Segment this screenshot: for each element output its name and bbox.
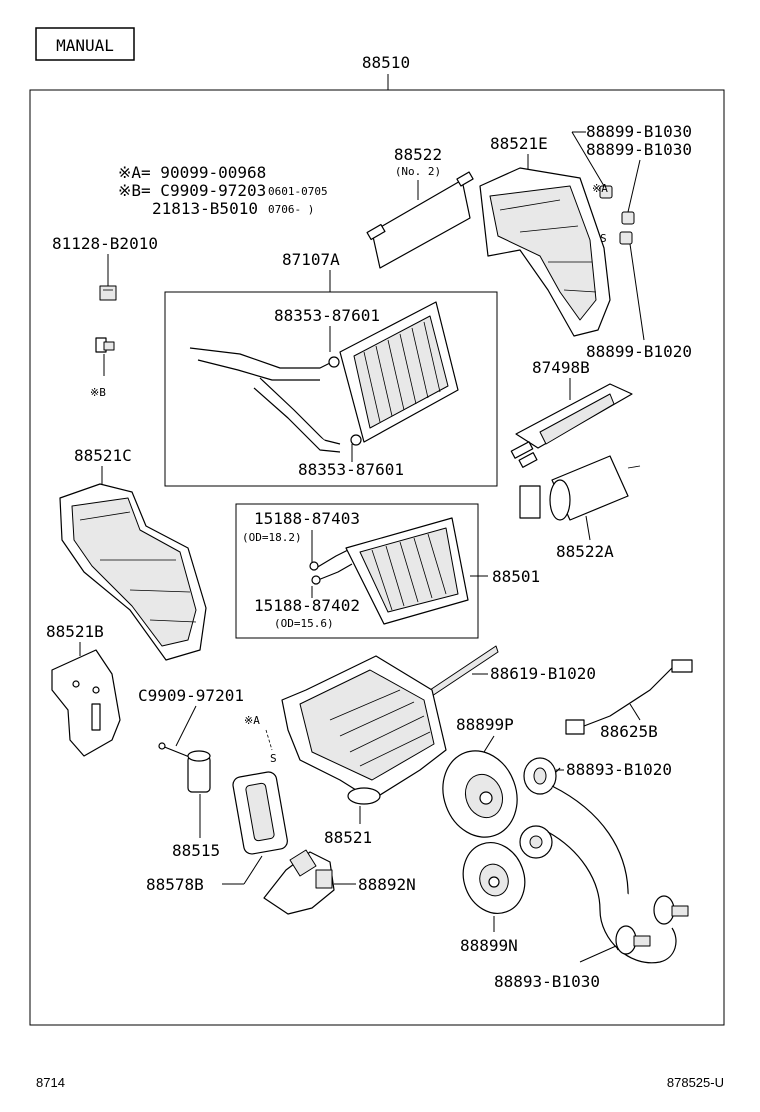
cable-b1030-part [547, 831, 677, 964]
bracket-88892n-part [263, 849, 335, 915]
assembly-frame [29, 89, 725, 1026]
label-88521b: 88521B [46, 622, 104, 641]
label-88515: 88515 [172, 841, 220, 860]
label-81128-b2010: 81128-B2010 [52, 234, 158, 253]
label-88353-bot: 88353-87601 [298, 460, 404, 479]
leader-markA-mid [265, 729, 273, 751]
label-88521e: 88521E [490, 134, 548, 153]
note-c: 21813-B5010 [152, 199, 258, 218]
label-15188-87402: 15188-87402 [254, 596, 360, 615]
label-15188-87403: 15188-87403 [254, 509, 360, 528]
label-88522-sub: (No. 2) [395, 165, 441, 178]
label-88578b: 88578B [146, 875, 204, 894]
screw-c9909-part [158, 742, 193, 759]
leader-88578b-2 [243, 855, 263, 885]
actuator-88515-part [187, 750, 211, 793]
seal-88521b-part [51, 649, 121, 757]
clip-88899-b1030-part [599, 185, 635, 225]
label-markA-top: ※A [592, 182, 608, 195]
leader-88893-b1030 [579, 945, 617, 963]
sensor-88625b-part [565, 659, 693, 735]
evaporator-88501-part [309, 517, 469, 625]
heater-core-group-box [164, 291, 498, 487]
note-b: ※B= C9909-97203 [118, 181, 266, 200]
label-88893-b1020: 88893-B1020 [566, 760, 672, 779]
label-88893-b1030: 88893-B1030 [494, 972, 600, 991]
note-a: ※A= 90099-00968 [118, 163, 266, 182]
filter-88522-part [366, 171, 474, 269]
leader-b1030-b [627, 159, 641, 213]
filter-case-88522a-part [519, 455, 641, 521]
leader-88522a [585, 515, 591, 541]
label-88522a: 88522A [556, 542, 614, 561]
label-88521c: 88521C [74, 446, 132, 465]
label-88899-b1020: 88899-B1020 [586, 342, 692, 361]
label-88501: 88501 [492, 567, 540, 586]
leader-88625b [629, 703, 641, 721]
label-15188-87403-od: (OD=18.2) [242, 531, 302, 544]
screw-markB-part [95, 337, 115, 353]
strip-88619-part [429, 645, 499, 697]
label-88899-b1030-b: 88899-B1030 [586, 140, 692, 159]
label-87107a: 87107A [282, 250, 340, 269]
damper-88893-b1030-part [519, 825, 553, 859]
leader-b1030-a-2 [571, 131, 605, 187]
clip-88899-b1020-part [619, 231, 633, 245]
evaporator-group-box [235, 503, 479, 639]
duct-87498b-part [510, 383, 633, 468]
label-88899-b1030-a: 88899-B1030 [586, 122, 692, 141]
cable-end-a-part [653, 895, 689, 925]
manual-badge-label: MANUAL [56, 36, 114, 55]
label-88625b: 88625B [600, 722, 658, 741]
case-88521-part [281, 655, 447, 805]
label-87498b: 87498B [532, 358, 590, 377]
label-88353-top: 88353-87601 [274, 306, 380, 325]
note-b-range: 0601-0705 [268, 185, 328, 198]
leader-88899p [483, 735, 495, 753]
s-mark-top: S [600, 232, 607, 245]
label-88522: 88522 [394, 145, 442, 164]
label-88619-b1020: 88619-B1020 [490, 664, 596, 683]
cable-end-b-part [615, 925, 651, 955]
footer-diagram-id: 878525-U [667, 1075, 724, 1090]
seal-88578b-part [232, 771, 288, 855]
heater-core-87107a-part [189, 301, 459, 453]
cover-88899n-part [462, 842, 526, 914]
footer-page-code: 8714 [36, 1075, 65, 1090]
case-88521c-part [59, 483, 207, 661]
label-88899p: 88899P [456, 715, 514, 734]
case-88521e-part [479, 167, 611, 337]
s-mark-mid: S [270, 752, 277, 765]
label-88521: 88521 [324, 828, 372, 847]
label-markB: ※B [90, 386, 106, 399]
damper-88893-b1020-part [523, 757, 561, 795]
note-c-range: 0706- ) [268, 203, 314, 216]
cover-88899p-part [442, 750, 518, 838]
leader-c9909 [175, 705, 197, 747]
label-88899n: 88899N [460, 936, 518, 955]
assembly-number: 88510 [362, 53, 410, 72]
leader-b1020 [629, 243, 645, 341]
label-88892n: 88892N [358, 875, 416, 894]
label-markA-mid: ※A [244, 714, 260, 727]
label-c9909-97201: C9909-97201 [138, 686, 244, 705]
clip-81128-part [99, 285, 117, 301]
manual-badge: MANUAL [35, 27, 135, 61]
label-15188-87402-od: (OD=15.6) [274, 617, 334, 630]
